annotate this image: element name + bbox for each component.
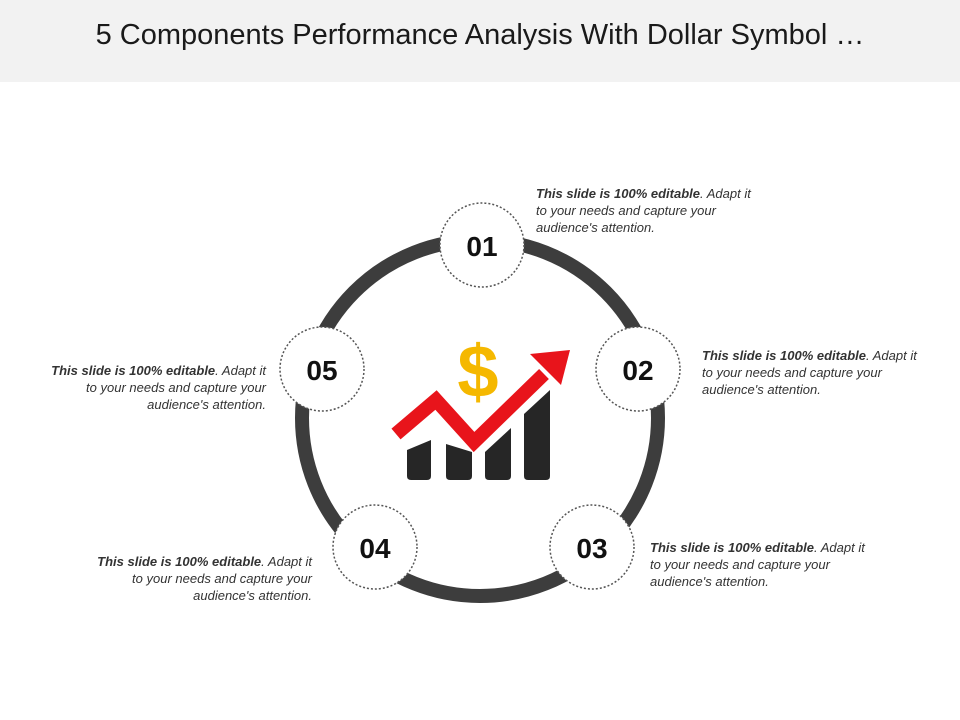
node-number: 01 — [466, 231, 497, 262]
note-04: This slide is 100% editable. Adapt it to… — [84, 553, 312, 604]
note-01: This slide is 100% editable. Adapt it to… — [536, 185, 764, 236]
note-03: This slide is 100% editable. Adapt it to… — [650, 539, 878, 590]
note-rest: . Adapt it to your needs and capture you… — [132, 554, 312, 603]
slide-title: 5 Components Performance Analysis With D… — [95, 19, 865, 51]
note-bold: This slide is 100% editable — [702, 348, 867, 363]
node-03: 03 — [549, 504, 635, 590]
node-04: 04 — [332, 504, 418, 590]
bar-chart-icon — [407, 390, 550, 480]
node-01: 01 — [439, 202, 525, 288]
note-02: This slide is 100% editable. Adapt it to… — [702, 347, 930, 398]
node-number: 02 — [622, 355, 653, 386]
note-rest: . Adapt it to your needs and capture you… — [536, 186, 751, 235]
node-05: 05 — [279, 326, 365, 412]
note-bold: This slide is 100% editable — [97, 554, 262, 569]
node-number: 03 — [576, 533, 607, 564]
growth-arrow-icon — [391, 350, 570, 453]
note-rest: . Adapt it to your needs and capture you… — [86, 363, 266, 412]
center-icon: $ — [391, 330, 570, 480]
title-bar — [0, 0, 960, 82]
node-number: 04 — [359, 533, 391, 564]
note-rest: . Adapt it to your needs and capture you… — [702, 348, 917, 397]
dollar-icon: $ — [457, 330, 498, 413]
note-bold: This slide is 100% editable — [536, 186, 701, 201]
note-bold: This slide is 100% editable — [51, 363, 216, 378]
node-number: 05 — [306, 355, 337, 386]
node-02: 02 — [595, 326, 681, 412]
note-rest: . Adapt it to your needs and capture you… — [650, 540, 865, 589]
note-05: This slide is 100% editable. Adapt it to… — [38, 362, 266, 413]
note-bold: This slide is 100% editable — [650, 540, 815, 555]
